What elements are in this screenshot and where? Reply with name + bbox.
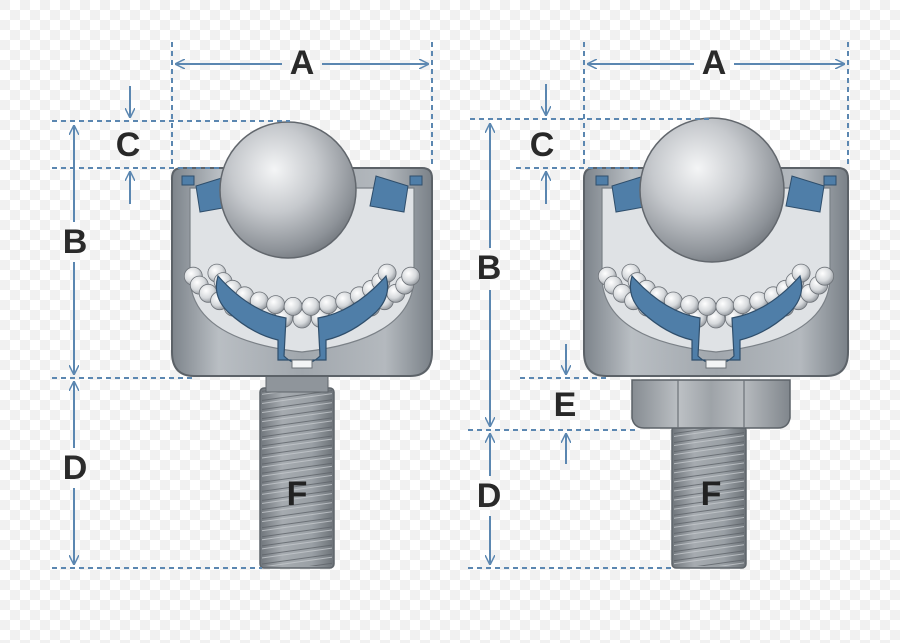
support-ball [401,266,421,286]
support-ball [301,296,321,316]
left-main-ball [219,121,357,259]
left-thread-f-label: F [286,475,308,513]
right-dimension-b-label: B [476,249,502,287]
right-dimension-a-label: A [701,44,727,82]
right-threaded-stud [671,425,747,569]
support-ball [732,295,752,315]
left-ball-cup [215,274,389,365]
support-ball [680,295,700,315]
support-ball [318,295,338,315]
left-dimension-c-label: C [115,126,141,164]
right-thread-f-label: F [700,475,722,513]
right-dimension-c-label: C [529,126,555,164]
left-dimension-d-label: D [62,449,88,487]
left-dimension-a-label: A [289,44,315,82]
support-ball [715,296,735,316]
support-ball [283,296,303,316]
dimension-lines [52,42,849,569]
left-threaded-stud [259,387,335,569]
right-dimension-d-label: D [476,477,502,515]
support-ball [697,296,717,316]
right-main-ball [639,117,785,263]
support-ball [266,295,286,315]
left-ball-transfer-unit [171,121,433,569]
left-dimension-b-label: B [62,223,88,261]
right-ball-cup [629,274,803,365]
support-ball [815,266,835,286]
right-dimension-e-label: E [553,386,577,424]
right-hex-nut [631,379,791,429]
